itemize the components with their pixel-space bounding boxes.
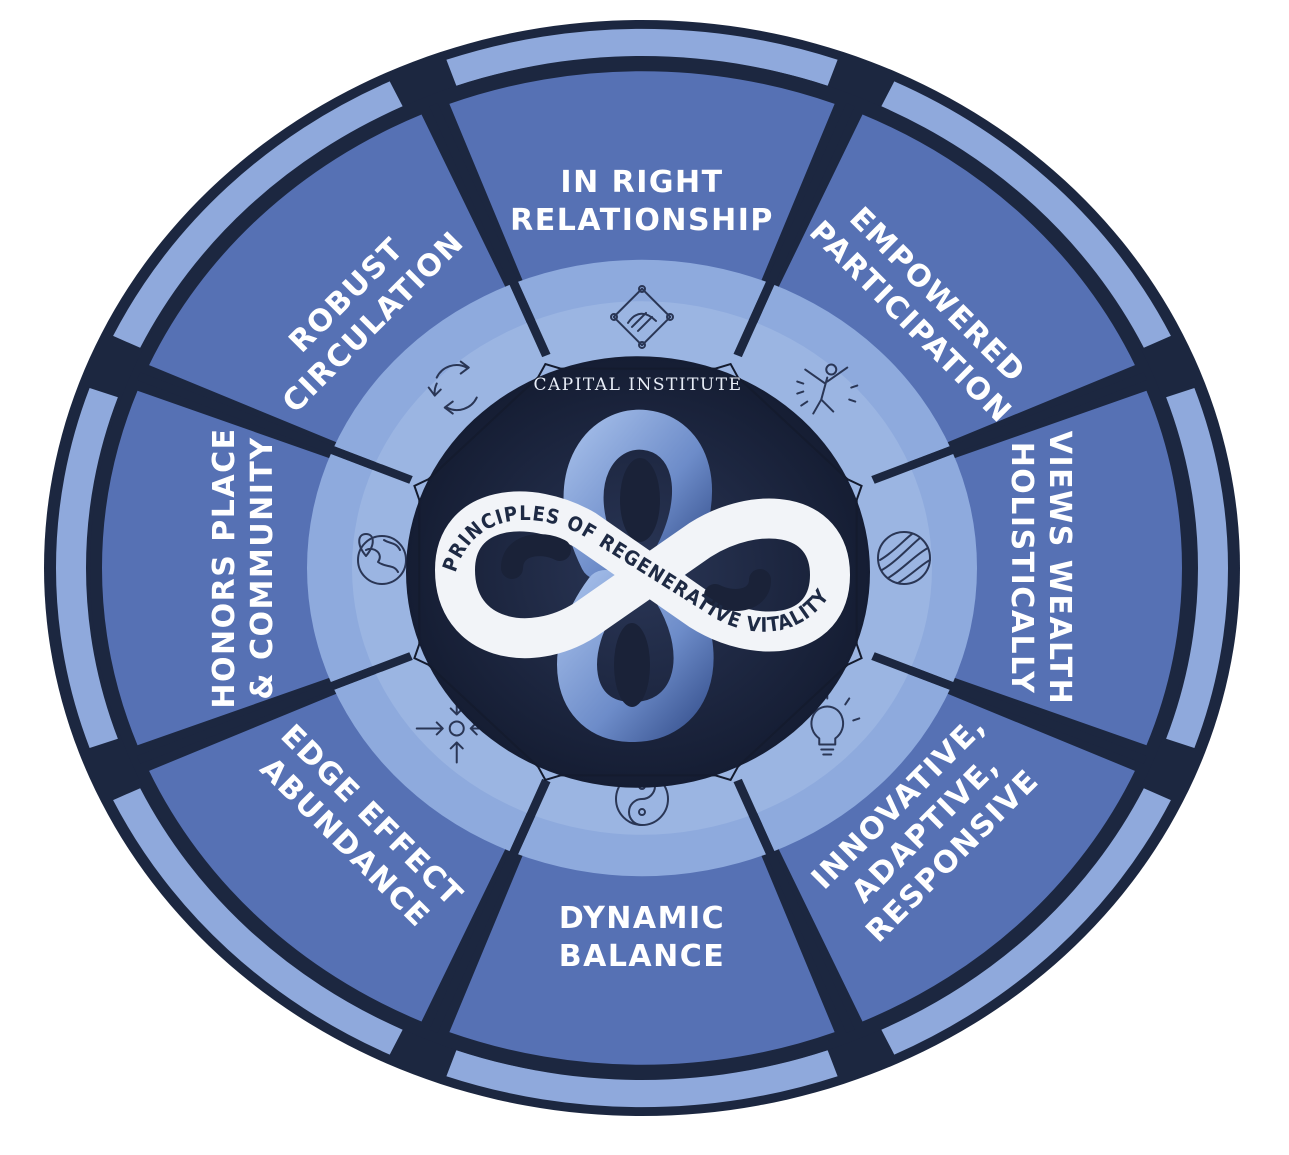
loop-hole <box>620 458 660 542</box>
hands-network-icon <box>610 284 674 349</box>
segment-divider <box>871 446 954 484</box>
segment-divider <box>733 281 775 358</box>
segment-label-line: & COMMUNITY <box>245 436 280 699</box>
globe-pin-icon <box>357 533 407 585</box>
segment-divider <box>509 778 551 855</box>
striped-sphere-icon <box>877 531 931 585</box>
circular-arrows-icon <box>427 360 478 415</box>
rim-arrow-band <box>881 81 1171 348</box>
segment-divider <box>330 446 413 484</box>
brand-name: CAPITAL INSTITUTE <box>533 375 742 395</box>
segment-label-honors-place-community: HONORS PLACE& COMMUNITY <box>207 427 280 708</box>
segment-label-line: IN RIGHT <box>560 165 723 200</box>
segment-label-line: HONORS PLACE <box>207 427 242 708</box>
segment-label-line: HOLISTICALLY <box>1004 442 1039 695</box>
hub-outline <box>413 362 863 782</box>
segment-divider <box>733 778 775 855</box>
segment-label-line: VIEWS WEALTH <box>1042 431 1077 706</box>
segment-divider <box>509 281 551 358</box>
rim-arrow-band <box>113 81 403 348</box>
segment-label-line: BALANCE <box>559 939 726 974</box>
loop-hole <box>614 623 650 707</box>
center-hub: CAPITAL INSTITUTE PRINCIPLES OF REGENERA… <box>406 356 870 788</box>
rim-arrow-band <box>1166 388 1229 748</box>
segment-divider <box>330 652 413 690</box>
regenerative-logo-icon <box>435 409 850 742</box>
rim-arrow-band <box>55 388 118 748</box>
rim-arrow-band <box>113 788 403 1055</box>
segment-divider <box>871 652 954 690</box>
segment-label-line: RELATIONSHIP <box>510 203 774 238</box>
rim-arrow-band <box>446 28 838 86</box>
person-raising-arms-icon <box>796 363 859 415</box>
rim-arrow-band <box>881 788 1171 1055</box>
segment-label-line: DYNAMIC <box>559 901 725 936</box>
segment-label-views-wealth-holistically: VIEWS WEALTHHOLISTICALLY <box>1004 431 1077 706</box>
rim-arrow-band <box>446 1050 838 1108</box>
white-ribbon <box>435 491 850 659</box>
